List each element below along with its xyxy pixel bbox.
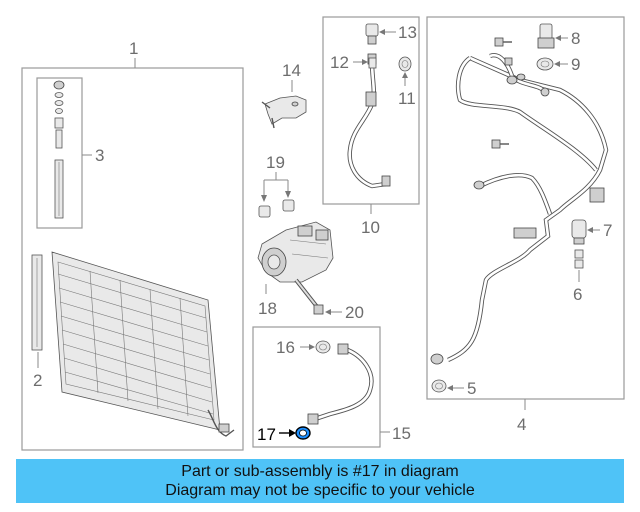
- callout-19[interactable]: 19: [266, 153, 285, 172]
- info-banner: Part or sub-assembly is #17 in diagram D…: [16, 459, 624, 503]
- o-ring-16[interactable]: [315, 340, 331, 354]
- suction-hose[interactable]: [307, 343, 374, 425]
- parts-diagram: 1 2 3: [21, 16, 625, 451]
- callout-11[interactable]: 11: [398, 89, 416, 108]
- callout-3[interactable]: 3: [95, 146, 104, 165]
- callout-16[interactable]: 16: [276, 338, 295, 357]
- banner-line-2: Diagram may not be specific to your vehi…: [165, 482, 475, 499]
- callout-4[interactable]: 4: [517, 415, 526, 434]
- discharge-hose-assembly[interactable]: [430, 53, 609, 365]
- callout-20[interactable]: 20: [345, 303, 364, 322]
- bracket-14[interactable]: [261, 95, 307, 129]
- group-box-condenser: [21, 67, 244, 451]
- bolt-20[interactable]: [294, 278, 324, 315]
- callout-7[interactable]: 7: [603, 221, 612, 240]
- side-bracket[interactable]: [31, 254, 43, 351]
- pressure-switch-6[interactable]: [574, 249, 584, 269]
- callout-5[interactable]: 5: [467, 379, 476, 398]
- callout-8[interactable]: 8: [571, 29, 580, 48]
- o-ring-5[interactable]: [431, 379, 447, 393]
- callout-6[interactable]: 6: [573, 285, 582, 304]
- liquid-line[interactable]: [347, 53, 391, 189]
- group-box-suction-hose: [252, 326, 381, 448]
- service-cap-13[interactable]: [365, 23, 379, 45]
- callout-9[interactable]: 9: [571, 55, 580, 74]
- banner-line-1: Part or sub-assembly is #17 in diagram: [181, 463, 459, 480]
- callout-15[interactable]: 15: [392, 424, 411, 443]
- condenser[interactable]: [51, 251, 235, 437]
- o-ring-17-highlighted[interactable]: [295, 426, 311, 440]
- nut-19[interactable]: [258, 199, 295, 218]
- callout-12[interactable]: 12: [330, 53, 349, 72]
- callout-18[interactable]: 18: [258, 299, 277, 318]
- callout-17[interactable]: 17: [257, 425, 276, 444]
- o-ring-11[interactable]: [398, 56, 412, 72]
- valve-core-12[interactable]: [368, 57, 377, 69]
- o-ring-9[interactable]: [536, 57, 554, 71]
- callout-13[interactable]: 13: [398, 23, 417, 42]
- callout-2[interactable]: 2: [33, 371, 42, 390]
- callout-10[interactable]: 10: [361, 218, 380, 237]
- callout-14[interactable]: 14: [282, 61, 301, 80]
- hose-bolt[interactable]: [491, 37, 513, 149]
- group-box-drier: [36, 77, 83, 229]
- receiver-drier-kit[interactable]: [53, 80, 65, 219]
- callout-1[interactable]: 1: [129, 39, 138, 58]
- group-box-hose-assembly: [426, 16, 625, 400]
- compressor[interactable]: [257, 221, 334, 283]
- pressure-sensor-7[interactable]: [571, 219, 587, 245]
- pressure-sensor-8[interactable]: [537, 23, 555, 49]
